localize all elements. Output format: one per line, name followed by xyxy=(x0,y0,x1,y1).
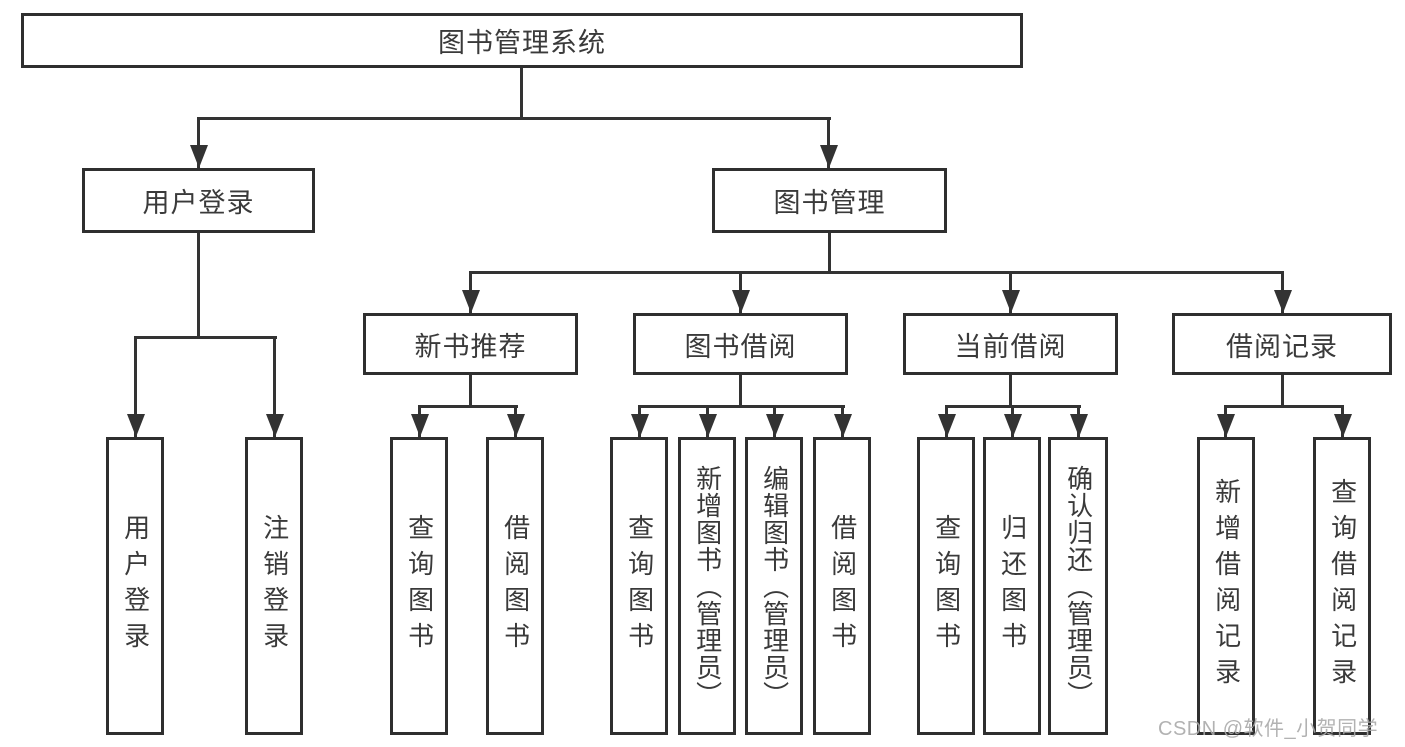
leaf-query-books-recommend: 查询图书 xyxy=(390,437,448,735)
connector-arrow xyxy=(514,406,517,437)
connector-line xyxy=(469,375,472,407)
connector-arrow xyxy=(469,273,472,313)
connector-line xyxy=(134,336,277,339)
connector-line xyxy=(469,271,1284,274)
node-book-borrowing: 图书借阅 xyxy=(633,313,848,375)
node-book-management: 图书管理 xyxy=(712,168,947,233)
connector-arrow xyxy=(638,406,641,437)
leaf-borrow-books-recommend: 借阅图书 xyxy=(486,437,544,735)
leaf-label: 新增借阅记录 xyxy=(1211,478,1242,694)
leaf-logout: 注销登录 xyxy=(245,437,303,735)
connector-arrow xyxy=(706,406,709,437)
connector-arrow xyxy=(841,406,844,437)
connector-arrow xyxy=(827,118,830,168)
connector-arrow xyxy=(134,337,137,437)
leaf-label: 查询图书 xyxy=(931,514,962,658)
leaf-label: 查询图书 xyxy=(624,514,655,658)
connector-line xyxy=(828,233,831,274)
leaf-label: 新增图书（管理员） xyxy=(692,464,723,708)
connector-arrow xyxy=(739,273,742,313)
connector-line xyxy=(418,405,518,408)
leaf-query-borrow-record: 查询借阅记录 xyxy=(1313,437,1371,735)
connector-arrow xyxy=(197,118,200,168)
leaf-confirm-return-admin: 确认归还（管理员） xyxy=(1048,437,1108,735)
connector-arrow xyxy=(1341,406,1344,437)
leaf-borrow-books-borrowing: 借阅图书 xyxy=(813,437,871,735)
node-library-management-system: 图书管理系统 xyxy=(21,13,1023,68)
node-user-login: 用户登录 xyxy=(82,168,315,233)
leaf-user-login: 用户登录 xyxy=(106,437,164,735)
leaf-label: 确认归还（管理员） xyxy=(1063,464,1094,708)
connector-line xyxy=(1224,405,1344,408)
connector-line xyxy=(1009,375,1012,407)
connector-line xyxy=(197,233,200,339)
connector-line xyxy=(638,405,845,408)
connector-line xyxy=(520,68,523,118)
connector-arrow xyxy=(1281,273,1284,313)
leaf-label: 借阅图书 xyxy=(500,514,531,658)
leaf-add-books-admin: 新增图书（管理员） xyxy=(678,437,736,735)
connector-line xyxy=(197,117,831,120)
leaf-label: 用户登录 xyxy=(120,514,151,658)
leaf-query-books-borrowing: 查询图书 xyxy=(610,437,668,735)
connector-arrow xyxy=(945,406,948,437)
connector-arrow xyxy=(773,406,776,437)
leaf-return-books: 归还图书 xyxy=(983,437,1041,735)
csdn-watermark: CSDN @软件_小贺同学 xyxy=(1158,718,1379,740)
leaf-label: 查询借阅记录 xyxy=(1327,478,1358,694)
leaf-label: 借阅图书 xyxy=(827,514,858,658)
leaf-label: 编辑图书（管理员） xyxy=(759,464,790,708)
node-new-book-recommendation: 新书推荐 xyxy=(363,313,578,375)
connector-line xyxy=(739,375,742,407)
connector-arrow xyxy=(1224,406,1227,437)
connector-line xyxy=(1281,375,1284,407)
leaf-edit-books-admin: 编辑图书（管理员） xyxy=(745,437,803,735)
node-current-borrowing: 当前借阅 xyxy=(903,313,1118,375)
leaf-add-borrow-record: 新增借阅记录 xyxy=(1197,437,1255,735)
node-borrowing-records: 借阅记录 xyxy=(1172,313,1392,375)
leaf-label: 查询图书 xyxy=(404,514,435,658)
connector-arrow xyxy=(1009,273,1012,313)
connector-arrow xyxy=(418,406,421,437)
leaf-query-books-current: 查询图书 xyxy=(917,437,975,735)
leaf-label: 归还图书 xyxy=(997,514,1028,658)
leaf-label: 注销登录 xyxy=(259,514,290,658)
connector-arrow xyxy=(1011,406,1014,437)
connector-arrow xyxy=(1077,406,1080,437)
connector-arrow xyxy=(273,337,276,437)
